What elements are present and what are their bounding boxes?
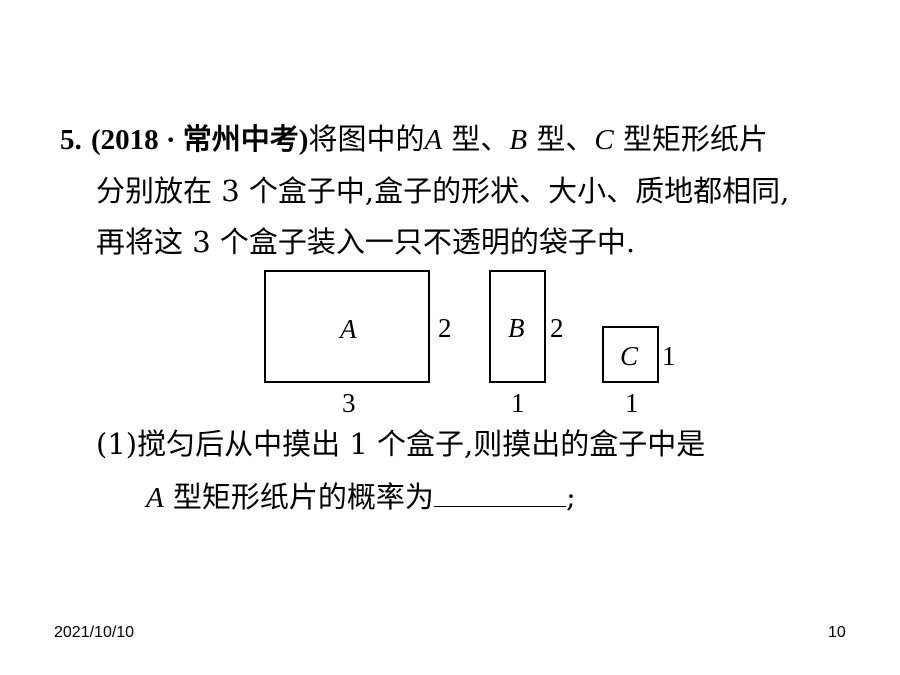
- type-a: A: [146, 482, 164, 514]
- problem-text: 分别放在: [96, 174, 222, 208]
- problem-text: 再将这: [96, 225, 193, 259]
- problem-number: 5.: [60, 124, 82, 156]
- problem-text: 个盒子装入一只不透明的袋子中.: [210, 225, 636, 259]
- problem-line-2: 分别放在 3 个盒子中,盒子的形状、大小、质地都相同,: [96, 173, 789, 209]
- problem-line-1: 5. (2018 · 常州中考)将图中的A 型、B 型、C 型矩形纸片: [60, 121, 768, 158]
- box-count: 3: [192, 225, 211, 259]
- rectangle-a-label: A: [340, 314, 357, 344]
- rectangle-b-label: B: [508, 313, 525, 343]
- draw-count: 1: [349, 427, 368, 461]
- rectangle-a-height: 2: [438, 313, 452, 343]
- problem-line-3: 再将这 3 个盒子装入一只不透明的袋子中.: [96, 224, 635, 260]
- rectangle-c-label: C: [620, 341, 639, 371]
- rectangle-b-height: 2: [550, 313, 564, 343]
- rectangle-b-width: 1: [511, 388, 525, 418]
- problem-text: 将图中的: [308, 122, 425, 156]
- slide-page-number: 10: [828, 624, 846, 641]
- problem-text: 型、: [527, 122, 595, 156]
- type-a: A: [424, 124, 443, 156]
- problem-text: 型矩形纸片: [613, 122, 768, 156]
- question-text: 搅匀后从中摸出: [137, 427, 350, 461]
- rectangle-b: [489, 270, 546, 383]
- question-1-line-1: (1)搅匀后从中摸出 1 个盒子,则摸出的盒子中是: [96, 426, 705, 462]
- box-count: 3: [221, 174, 240, 208]
- rectangle-c-width: 1: [625, 388, 639, 418]
- question-end: ;: [565, 480, 576, 514]
- type-b: B: [509, 124, 528, 156]
- rectangle-c-height: 1: [662, 341, 676, 371]
- slide-date: 2021/10/10: [54, 624, 135, 641]
- rectangle-a: [264, 270, 430, 383]
- type-c: C: [594, 124, 614, 156]
- rectangle-c: [602, 326, 659, 383]
- problem-text: 型、: [442, 122, 510, 156]
- problem-source: (2018 · 常州中考): [90, 124, 309, 156]
- question-text: 型矩形纸片的概率为: [163, 480, 434, 514]
- rectangle-a-width: 3: [342, 388, 356, 418]
- question-number: (1): [96, 427, 138, 461]
- question-1-line-2: A 型矩形纸片的概率为;: [146, 479, 576, 516]
- problem-text: 个盒子中,盒子的形状、大小、质地都相同,: [239, 174, 790, 208]
- question-text: 个盒子,则摸出的盒子中是: [367, 427, 706, 461]
- answer-blank[interactable]: [433, 480, 566, 507]
